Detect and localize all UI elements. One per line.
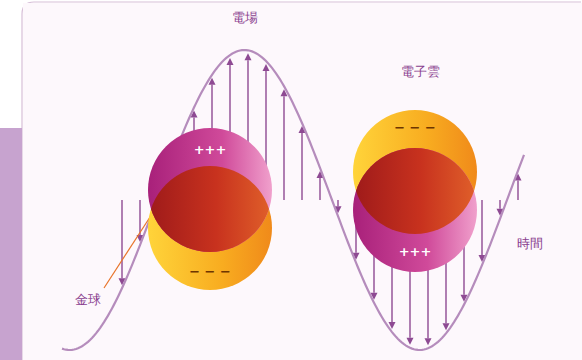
- arrow-shaft: [121, 200, 122, 278]
- field-arrow: [281, 89, 288, 200]
- gold-sphere: [148, 128, 272, 252]
- arrow-shaft: [499, 200, 500, 209]
- cloud-label: 電子雲: [401, 64, 440, 80]
- charge-sign: − − −: [394, 120, 436, 136]
- field-label: 電場: [232, 10, 258, 26]
- charge-sign: +++: [399, 244, 432, 260]
- field-arrow: [119, 200, 126, 285]
- gold-sphere-left: [148, 128, 272, 290]
- panel-ground: [23, 3, 582, 360]
- arrow-shaft: [517, 181, 518, 200]
- arrow-shaft: [337, 200, 338, 206]
- side-bar: [0, 128, 22, 360]
- arrow-shaft: [139, 200, 140, 235]
- charge-sign: +++: [194, 142, 227, 158]
- charge-sign: − − −: [189, 264, 231, 280]
- arrow-shaft: [283, 96, 284, 200]
- field-wave: [62, 50, 524, 350]
- panel-frame: [22, 2, 581, 360]
- time-label: 時間: [517, 236, 543, 252]
- arrow-shaft: [481, 200, 482, 255]
- leader-line: [104, 214, 152, 288]
- arrow-head: [245, 53, 252, 60]
- arrow-head: [425, 338, 432, 345]
- field-layer: [62, 50, 524, 350]
- arrow-shaft: [319, 178, 320, 200]
- field-arrow: [299, 126, 306, 200]
- overlap-region: [353, 148, 477, 272]
- gold-sphere-right: [353, 110, 477, 272]
- sphere-label: 金球: [75, 292, 101, 308]
- arrow-head: [227, 58, 234, 65]
- axis-line: [110, 199, 500, 201]
- gold-sphere: [353, 148, 477, 272]
- arrow-head: [407, 338, 414, 345]
- overlap-region: [148, 128, 272, 252]
- field-arrow: [479, 200, 486, 262]
- arrow-shaft: [301, 133, 302, 200]
